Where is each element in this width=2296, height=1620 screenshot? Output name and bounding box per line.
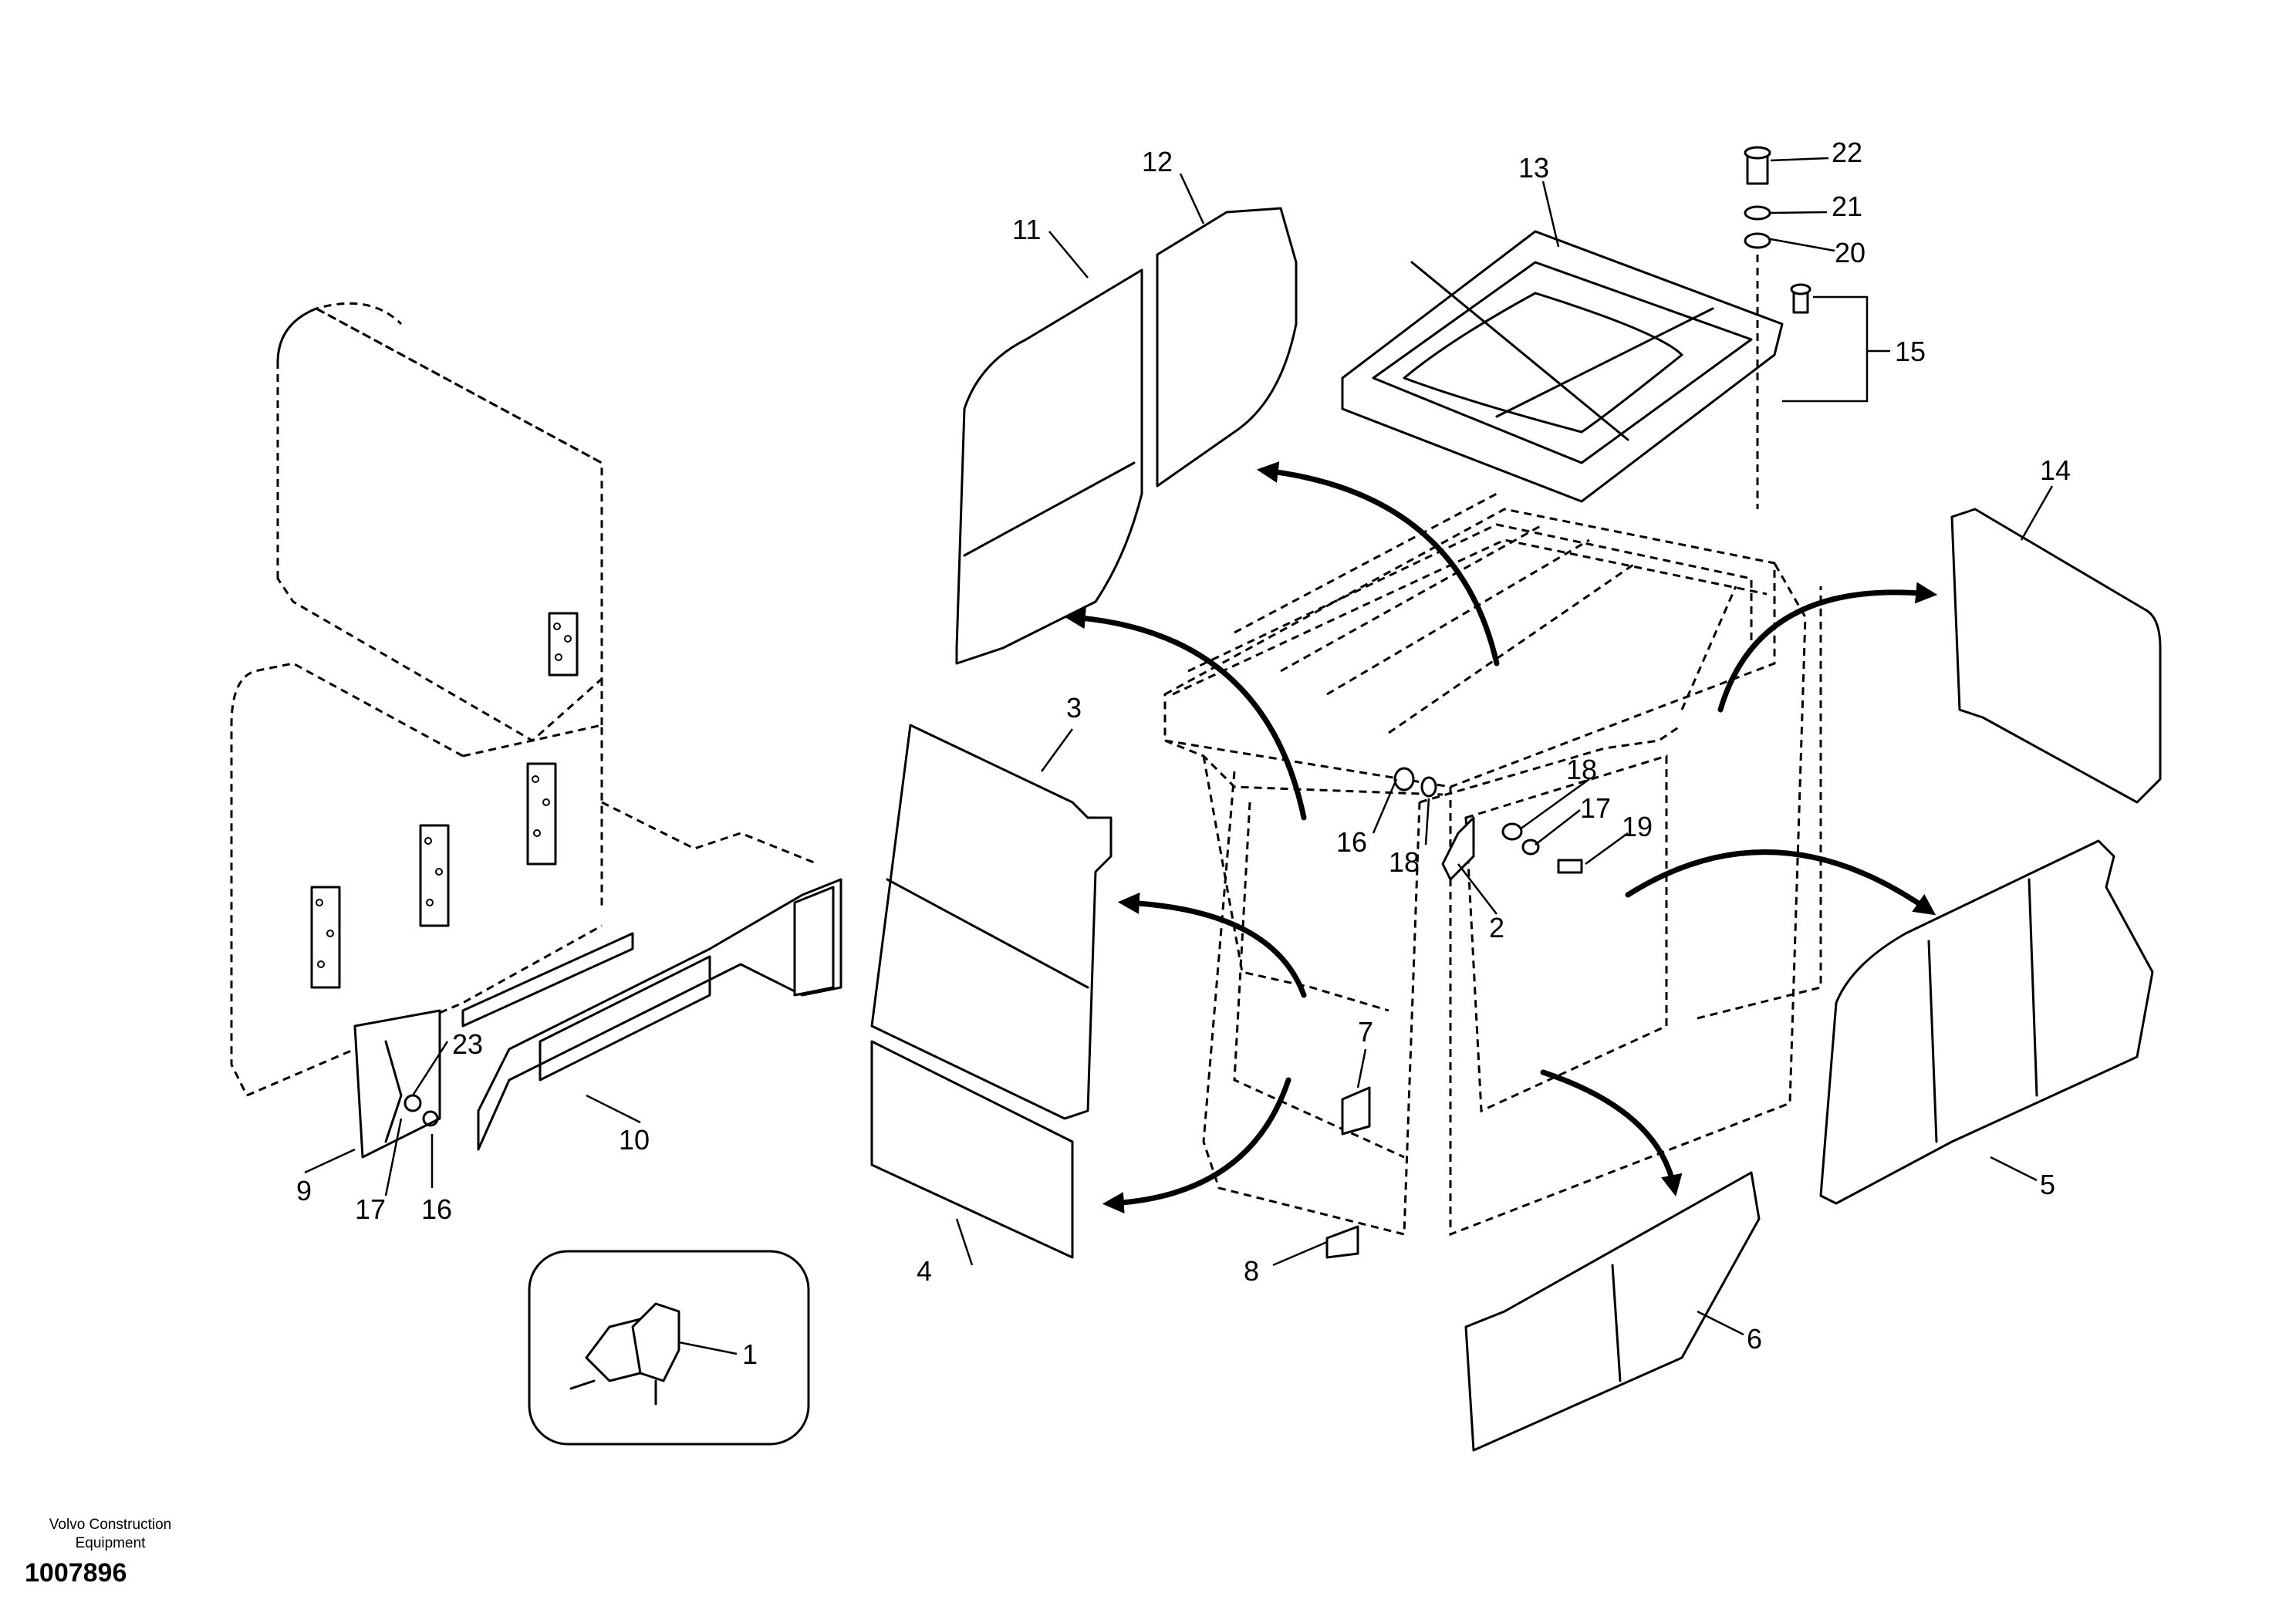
callout-9: 9 xyxy=(296,1175,312,1207)
brand-line-1: Volvo Construction xyxy=(49,1517,172,1533)
callout-13: 13 xyxy=(1518,152,1549,184)
callout-12: 12 xyxy=(1142,146,1173,177)
callout-1: 1 xyxy=(742,1338,758,1370)
small-parts xyxy=(1325,767,1583,1259)
cab-frame-outline xyxy=(1163,492,1822,1237)
callout-19: 19 xyxy=(1622,811,1653,842)
callout-6: 6 xyxy=(1747,1323,1762,1355)
bracket-part-9 xyxy=(353,1009,441,1159)
callout-18-cab-left: 18 xyxy=(1389,846,1420,878)
callout-18-cab-right: 18 xyxy=(1566,754,1597,785)
hardware-stack xyxy=(1744,146,1811,509)
seat-housing-grommets xyxy=(310,612,579,989)
callout-15: 15 xyxy=(1895,336,1926,367)
callout-20: 20 xyxy=(1835,237,1866,268)
window-panel-5 xyxy=(1819,839,2154,1205)
drawing-number: 1007896 xyxy=(25,1558,127,1588)
callout-16-bracket: 16 xyxy=(421,1193,452,1225)
window-panel-4 xyxy=(870,1040,1074,1259)
key-inset-box xyxy=(528,1250,810,1446)
callout-11: 11 xyxy=(1012,214,1041,245)
window-panel-3 xyxy=(870,724,1113,1120)
callout-4: 4 xyxy=(917,1255,932,1287)
leader-lines xyxy=(304,157,2054,1355)
callout-17-cab: 17 xyxy=(1580,792,1611,824)
callout-labels: 1 2 3 4 5 6 7 8 9 10 11 12 13 14 15 16 1… xyxy=(296,137,2071,1370)
callout-2: 2 xyxy=(1489,912,1504,943)
strip-part-10 xyxy=(461,878,842,1151)
callout-7: 7 xyxy=(1358,1016,1373,1048)
window-panel-6 xyxy=(1464,1171,1761,1452)
window-panel-11 xyxy=(955,268,1143,665)
brand-line-2: Equipment xyxy=(75,1535,146,1551)
callout-23: 23 xyxy=(452,1028,483,1060)
seat-housing-outline xyxy=(230,302,819,1097)
callout-22: 22 xyxy=(1832,137,1862,168)
callout-3: 3 xyxy=(1066,692,1082,724)
callout-16-cab: 16 xyxy=(1336,826,1367,858)
window-panel-14 xyxy=(1950,508,2162,804)
callout-10: 10 xyxy=(619,1124,650,1156)
roof-hatch-part-13 xyxy=(1341,230,1784,503)
motion-arrows xyxy=(1063,461,1938,1214)
window-panel-12 xyxy=(1156,207,1298,488)
callout-8: 8 xyxy=(1244,1255,1259,1287)
callout-17-bracket: 17 xyxy=(355,1193,386,1225)
callout-5: 5 xyxy=(2040,1169,2055,1200)
callout-21: 21 xyxy=(1832,191,1862,222)
callout-14: 14 xyxy=(2040,454,2071,486)
brand-caption: Volvo Construction Equipment xyxy=(22,1516,199,1553)
